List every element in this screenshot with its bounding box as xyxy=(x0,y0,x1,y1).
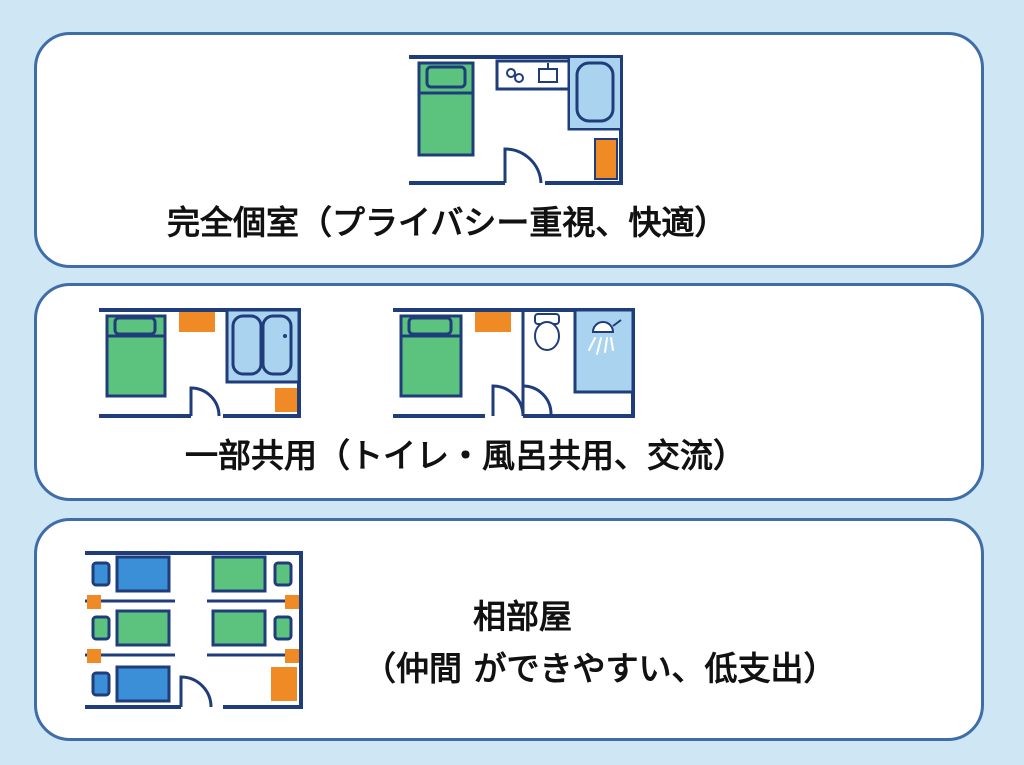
shared-room-card: 一部共用（トイレ・風呂共用、交流） xyxy=(34,283,984,501)
private-room-label: 完全個室（プライバシー重視、快適） xyxy=(167,203,728,242)
dorm-room-label-title: 相部屋 xyxy=(473,597,572,636)
dorm-room-card: 相部屋 （仲間 ができやすい、低支出） xyxy=(34,518,984,741)
shared-room-label: 一部共用（トイレ・風呂共用、交流） xyxy=(185,436,746,475)
bath-room-floorplan-icon xyxy=(99,308,301,418)
shower-room-floorplan-icon xyxy=(393,308,635,418)
dorm-room-label-detail: （仲間 ができやすい、低支出） xyxy=(363,649,837,688)
dormitory-floorplan-icon xyxy=(85,551,303,709)
private-room-floorplan-icon xyxy=(409,55,623,185)
private-room-card: 完全個室（プライバシー重視、快適） xyxy=(34,32,984,268)
